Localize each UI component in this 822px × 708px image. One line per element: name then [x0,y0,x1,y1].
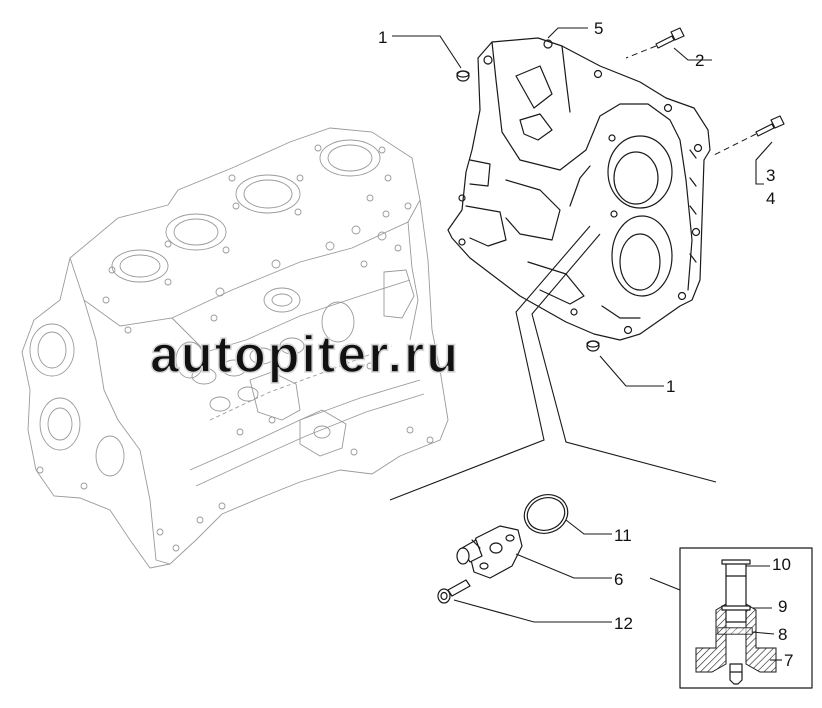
callout-4: 4 [766,189,775,208]
watermark: autopiter.ru [149,325,460,385]
o-ring-11 [523,494,569,534]
plug-1-top [456,70,470,82]
bolt-2 [625,27,685,59]
callout-1-top: 1 [378,28,387,47]
leader-lines [392,27,773,623]
explode-lines [389,225,717,501]
tensioner-housing-6 [456,525,523,579]
detail-inset [679,547,813,689]
engine-block [21,127,449,569]
timing-cover [447,37,711,341]
callout-6: 6 [614,570,623,589]
callout-labels: 1 5 2 3 4 1 11 6 12 10 9 8 7 [378,19,793,670]
watermark-text: autopiter.ru [150,326,460,384]
callout-5: 5 [594,19,603,38]
bolt-12 [437,579,471,604]
callout-7: 7 [784,651,793,670]
callout-12: 12 [614,614,633,633]
callout-9: 9 [778,597,787,616]
callout-8: 8 [778,625,787,644]
callout-3: 3 [766,166,775,185]
callout-2: 2 [695,51,704,70]
callout-10: 10 [772,555,791,574]
callout-1-bottom: 1 [666,377,675,396]
plug-1-bottom [586,340,600,352]
bolt-3-4 [711,115,785,157]
callout-11: 11 [614,526,632,545]
